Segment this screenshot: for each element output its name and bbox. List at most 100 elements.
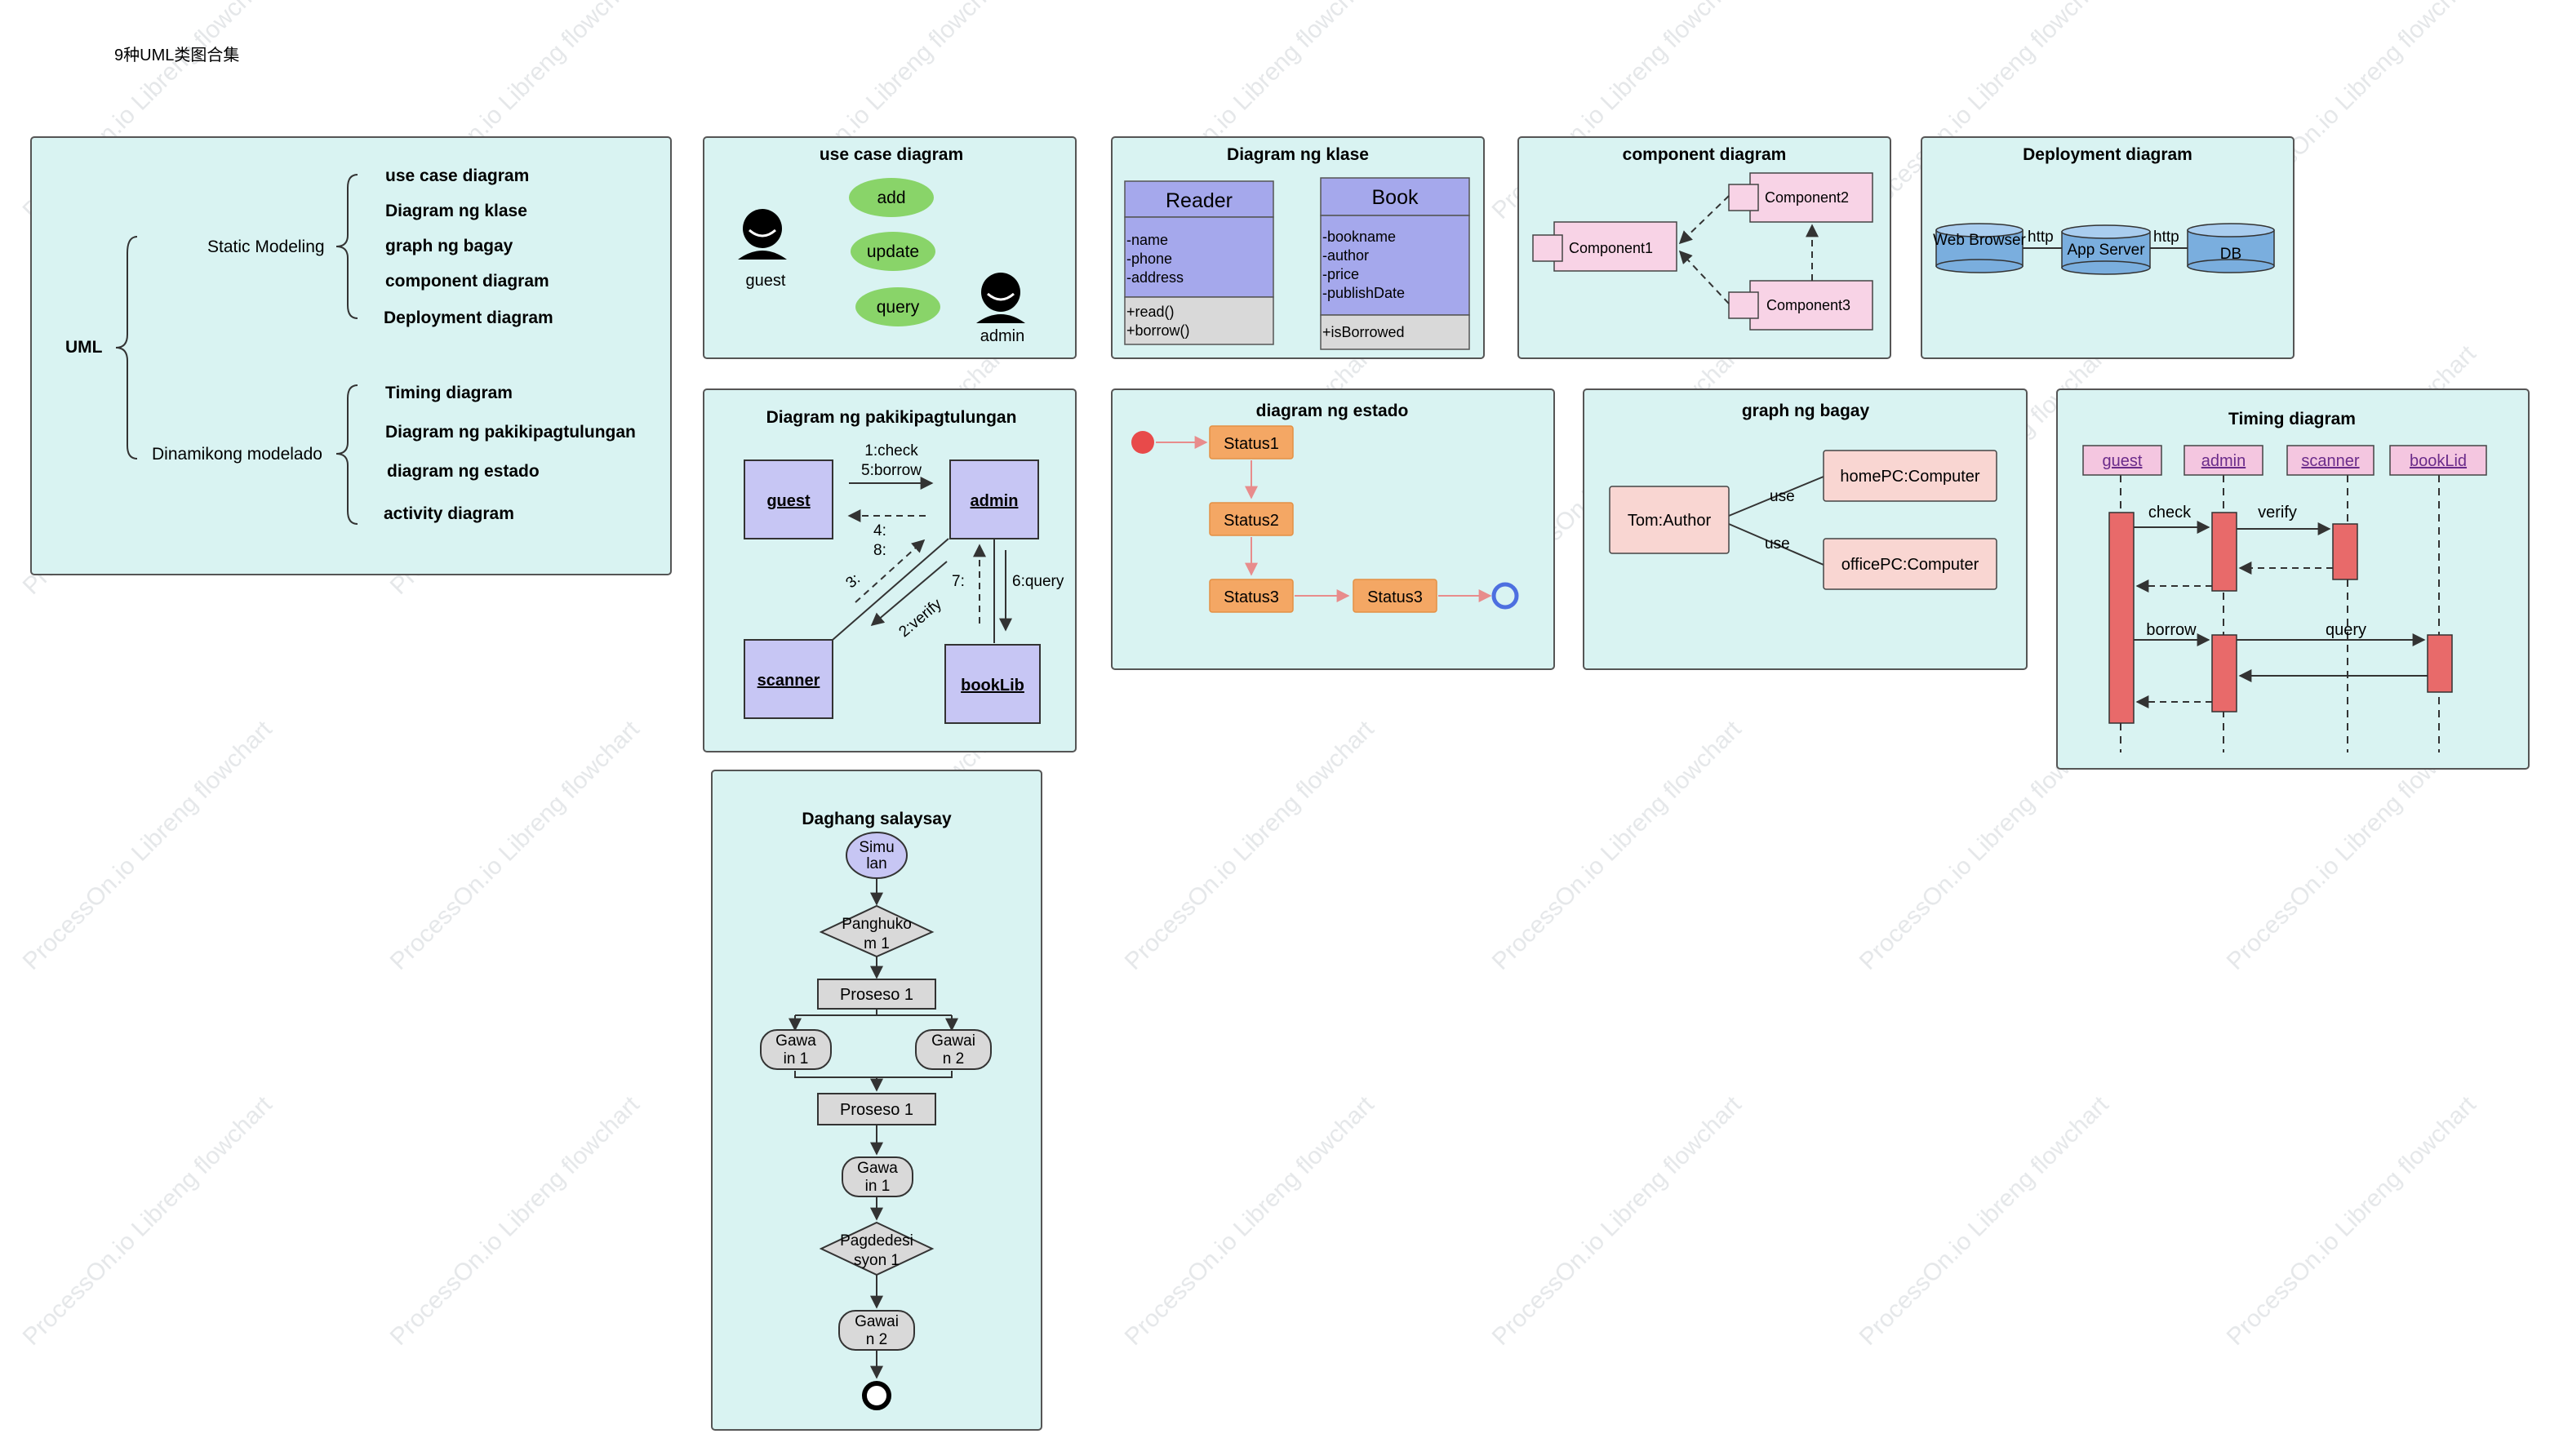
deployment-panel: Deployment diagram Web Browser App Serve… [1921, 136, 2295, 359]
task-2-line1: Gawai [931, 1032, 975, 1050]
collab-scanner [744, 639, 833, 719]
state-initial [1131, 431, 1154, 454]
object-link-1-label: use [1770, 488, 1795, 505]
lifeline-scanner [2286, 445, 2375, 476]
component-3-label: Component3 [1766, 297, 1850, 313]
seq-query-label: query [2326, 621, 2366, 639]
collaboration-panel: Diagram ng pakikipagtulungan guest admin… [703, 388, 1077, 752]
object-link-2-label: use [1765, 535, 1790, 553]
usecase-add [849, 178, 934, 217]
component-3-dependency [1678, 250, 1730, 304]
overview-root: UML [65, 338, 103, 357]
msg-label-check: 1:check [864, 442, 918, 459]
watermark-text: ProcessOn.io Libreng flowchart [385, 1090, 646, 1351]
static-item-1: use case diagram [385, 166, 529, 185]
lifeline-guest-label: guest [2103, 452, 2143, 470]
usecase-update [851, 232, 935, 271]
task-1-line1: Gawa [775, 1032, 816, 1050]
msg-label-8: 8: [873, 542, 886, 559]
overview-panel: UML Static Modeling use case diagram Dia… [30, 136, 672, 575]
book-attr-3: -price [1322, 266, 1359, 282]
task-4-line1: Gawai [855, 1313, 899, 1330]
task-1-line2: in 1 [784, 1050, 809, 1068]
watermark-text: ProcessOn.io Libreng flowchart [1487, 715, 1748, 975]
task-3-line2: in 1 [865, 1178, 891, 1195]
task-2 [915, 1029, 992, 1070]
component-2-box [1728, 172, 1873, 223]
activation-guest [2108, 512, 2135, 724]
object-officepc [1823, 538, 1997, 590]
decision-1 [819, 904, 935, 958]
decision-2-line2: syon 1 [854, 1252, 900, 1269]
class-book [1320, 177, 1470, 350]
seq-verify-label: verify [2258, 504, 2297, 522]
object-link-1 [1728, 476, 1824, 517]
lifeline-booklid [2389, 445, 2487, 476]
object-homepc-label: homePC:Computer [1840, 468, 1980, 486]
state-status2 [1209, 502, 1294, 536]
static-item-3: graph ng bagay [385, 237, 513, 255]
usecase-update-label: update [867, 242, 919, 261]
activity-start-line2: lan [866, 855, 886, 872]
state-status1 [1209, 425, 1294, 459]
collaboration-title: Diagram ng pakikipagtulungan [766, 408, 1017, 427]
collab-guest-label: guest [766, 492, 811, 510]
deploy-link-2-label: http [2153, 229, 2179, 246]
state-status3b [1353, 579, 1437, 613]
usecase-query [855, 287, 940, 326]
task-3-line1: Gawa [857, 1160, 898, 1177]
collab-booklib-label: bookLib [961, 677, 1024, 695]
watermark-text: ProcessOn.io Libreng flowchart [385, 715, 646, 975]
dynamic-item-3: diagram ng estado [387, 462, 540, 481]
static-item-5: Deployment diagram [384, 309, 553, 327]
page-title: 9种UML类图合集 [114, 46, 239, 64]
activity-start-line1: Simu [859, 839, 894, 856]
state-status3a-label: Status3 [1224, 588, 1279, 606]
component-3-box [1728, 280, 1873, 331]
deployment-title: Deployment diagram [2023, 145, 2192, 164]
activation-booklid [2427, 634, 2453, 693]
usecase-query-label: query [877, 298, 920, 317]
state-status3a [1209, 579, 1294, 613]
component-1-box [1532, 221, 1677, 272]
static-item-2: Diagram ng klase [385, 202, 527, 220]
book-name: Book [1372, 186, 1419, 209]
task-4 [838, 1310, 915, 1351]
object-tom-author [1609, 486, 1730, 554]
group-label-static: Static Modeling [207, 237, 325, 256]
activation-admin-1 [2211, 512, 2237, 592]
lifeline-admin-label: admin [2201, 452, 2246, 470]
static-brace [335, 174, 358, 319]
class-diagram-title: Diagram ng klase [1227, 145, 1369, 164]
root-brace [115, 236, 138, 459]
activity-title: Daghang salaysay [802, 810, 952, 828]
reader-attr-3: -address [1126, 269, 1184, 286]
state-title: diagram ng estado [1256, 402, 1409, 420]
watermark-text: ProcessOn.io Libreng flowchart [1487, 1090, 1748, 1351]
object-officepc-label: officePC:Computer [1841, 556, 1979, 574]
watermark-text: ProcessOn.io Libreng flowchart [1855, 1090, 2115, 1351]
activity-end [862, 1381, 891, 1410]
component-2-label: Component2 [1765, 189, 1849, 206]
state-final [1491, 582, 1519, 610]
web-browser-db-icon [1935, 223, 2024, 273]
msg-label-7: 7: [952, 573, 965, 590]
usecase-add-label: add [877, 189, 905, 207]
collab-scanner-label: scanner [757, 672, 820, 690]
task-2-line2: n 2 [943, 1050, 964, 1068]
dynamic-brace [335, 384, 358, 525]
reader-attr-2: -phone [1126, 251, 1172, 267]
seq-borrow-label: borrow [2146, 621, 2197, 639]
lifeline-guest [2082, 445, 2162, 476]
guest-actor-icon [738, 209, 787, 260]
watermark-text: ProcessOn.io Libreng flowchart [18, 1090, 278, 1351]
component-panel: component diagram Component1 Component2 … [1517, 136, 1891, 359]
lifeline-admin [2183, 445, 2263, 476]
activation-scanner [2332, 523, 2358, 580]
task-3 [842, 1156, 913, 1197]
static-item-4: component diagram [385, 272, 549, 291]
dynamic-item-1: Timing diagram [385, 384, 513, 402]
lifeline-booklid-label: bookLid [2410, 452, 2467, 470]
object-link-2 [1728, 523, 1824, 566]
